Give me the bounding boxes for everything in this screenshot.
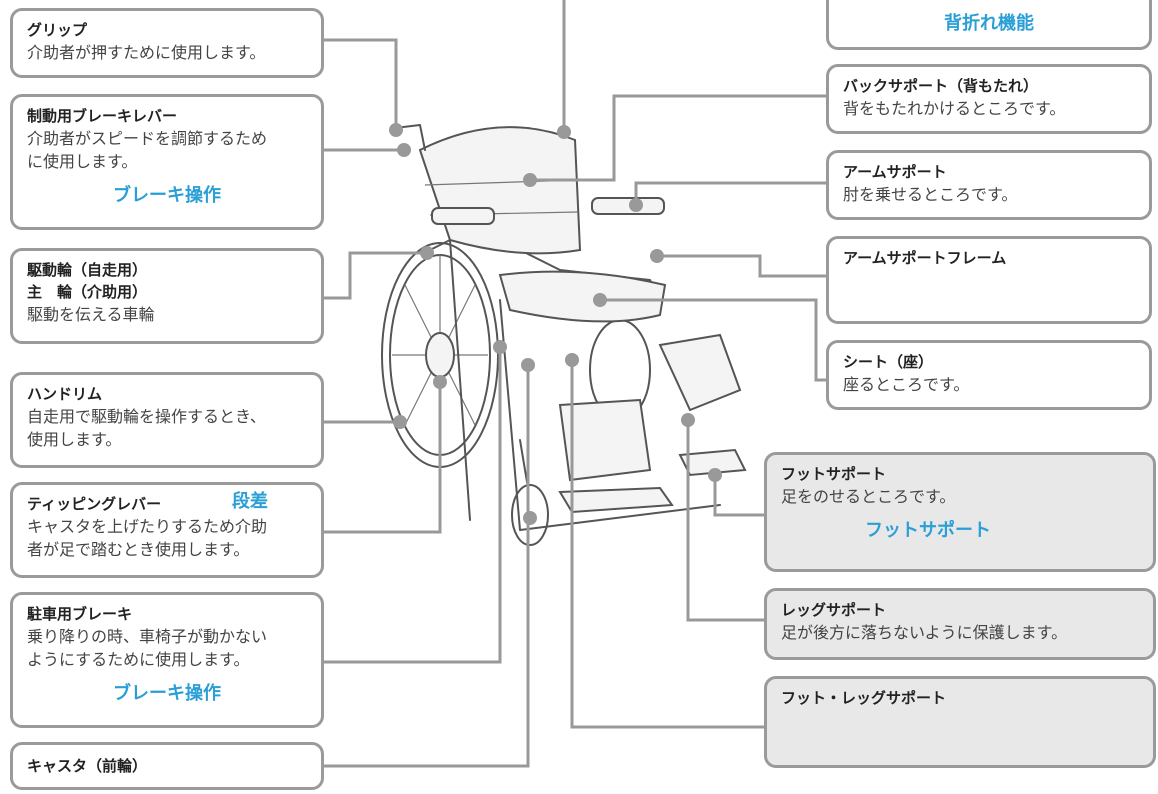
label-desc: 者が足で踏むとき使用します。 (27, 540, 250, 559)
label-desc: 使用します。 (27, 430, 122, 449)
leader-dots (389, 123, 722, 525)
label-back-folding: 背折れ機能 (826, 0, 1152, 50)
armrest-left (431, 207, 495, 225)
label-seat: シート（座） 座るところです。 (826, 340, 1152, 410)
footrest-link[interactable]: フットサポート (865, 520, 991, 541)
label-grip: グリップ 介助者が押すために使用します。 (10, 8, 324, 78)
label-title: グリップ (27, 21, 88, 39)
label-desc: に使用します。 (27, 152, 138, 171)
leader-drive-wheel (324, 251, 427, 300)
label-brake-lever: 制動用ブレーキレバー 介助者がスピードを調節するため に使用します。 ブレーキ操… (10, 94, 324, 230)
leader-legrest (686, 420, 764, 622)
label-title: シート（座） (843, 353, 934, 371)
label-foot-leg-support: フット・レッグサポート (764, 676, 1156, 768)
label-legrest: レッグサポート 足が後方に落ちないように保護します。 (764, 588, 1156, 660)
leader-footrest (713, 475, 764, 517)
footplate-left (558, 486, 674, 514)
label-tipping-lever: ティッピングレバー キャスタを上げたりするため介助 者が足で踏むとき使用します。 (10, 482, 324, 578)
leader-armrest-frame (657, 254, 826, 278)
label-title: 駆動輪（自走用） (27, 261, 148, 279)
label-parking-brake: 駐車用ブレーキ 乗り降りの時、車椅子が動かない ようにするために使用します。 ブ… (10, 592, 324, 728)
label-desc: 介助者がスピードを調節するため (27, 129, 268, 148)
label-title: アームサポート (843, 163, 947, 181)
label-desc: 肘を乗せるところです。 (843, 185, 1018, 204)
armrest-right (591, 197, 665, 215)
label-title: ティッピングレバー (27, 495, 162, 513)
label-desc: 乗り降りの時、車椅子が動かない (27, 627, 268, 646)
label-handrim: ハンドリム 自走用で駆動輪を操作するとき、 使用します。 (10, 372, 324, 468)
label-title: レッグサポート (781, 601, 887, 619)
leader-foot-leg-support (570, 360, 764, 729)
label-title: バックサポート（背もたれ） (843, 77, 1039, 95)
label-desc: 介助者が押すために使用します。 (27, 43, 266, 62)
label-title: ハンドリム (27, 385, 103, 403)
leader-parking-brake (324, 347, 502, 664)
caster (511, 484, 549, 546)
label-armrest-frame: アームサポートフレーム (826, 236, 1152, 324)
label-title: フットサポート (781, 465, 887, 483)
label-desc: 座るところです。 (843, 375, 970, 394)
step-link[interactable]: 段差 (232, 491, 268, 512)
label-desc: キャスタを上げたりするため介助 (27, 517, 268, 536)
brake-operation-link-2[interactable]: ブレーキ操作 (113, 683, 221, 704)
label-desc: 足が後方に落ちないように保護します。 (781, 623, 1068, 642)
label-title: 制動用ブレーキレバー (27, 107, 178, 125)
label-desc: ようにするために使用します。 (27, 650, 250, 669)
brake-operation-link[interactable]: ブレーキ操作 (113, 185, 221, 206)
leg-support-left (558, 398, 652, 482)
label-title: 駐車用ブレーキ (27, 605, 133, 623)
label-title: キャスタ（前輪） (27, 757, 148, 775)
label-desc: 背をもたれかけるところです。 (843, 99, 1066, 118)
wheelchair-illustration (381, 124, 747, 546)
leg-support (658, 333, 742, 412)
backrest (418, 126, 582, 255)
label-title: アームサポートフレーム (843, 249, 1007, 267)
leader-lines (324, 0, 826, 768)
leader-tipping-lever (324, 382, 442, 534)
leader-grip (324, 38, 398, 130)
label-title-2: 主 輪（介助用） (27, 283, 148, 301)
leader-caster (324, 365, 530, 768)
lower-frame (499, 299, 721, 531)
label-desc: 足をのせるところです。 (781, 487, 956, 506)
label-backrest: バックサポート（背もたれ） 背をもたれかけるところです。 (826, 64, 1152, 134)
label-desc: 自走用で駆動輪を操作するとき、 (27, 407, 266, 426)
label-caster: キャスタ（前輪） (10, 742, 324, 790)
seat (498, 270, 667, 323)
back-folding-link[interactable]: 背折れ機能 (944, 13, 1034, 34)
label-footrest: フットサポート 足をのせるところです。 フットサポート (764, 452, 1156, 572)
wheel-hub (425, 332, 455, 378)
leader-backrest (530, 94, 826, 182)
leader-armrest (634, 181, 826, 205)
label-armrest: アームサポート 肘を乗せるところです。 (826, 150, 1152, 220)
leader-seat (600, 298, 826, 382)
label-title: フット・レッグサポート (781, 689, 947, 707)
grip (394, 124, 426, 151)
label-desc: 駆動を伝える車輪 (27, 305, 155, 324)
label-drive-wheel: 駆動輪（自走用） 主 輪（介助用） 駆動を伝える車輪 (10, 248, 324, 344)
